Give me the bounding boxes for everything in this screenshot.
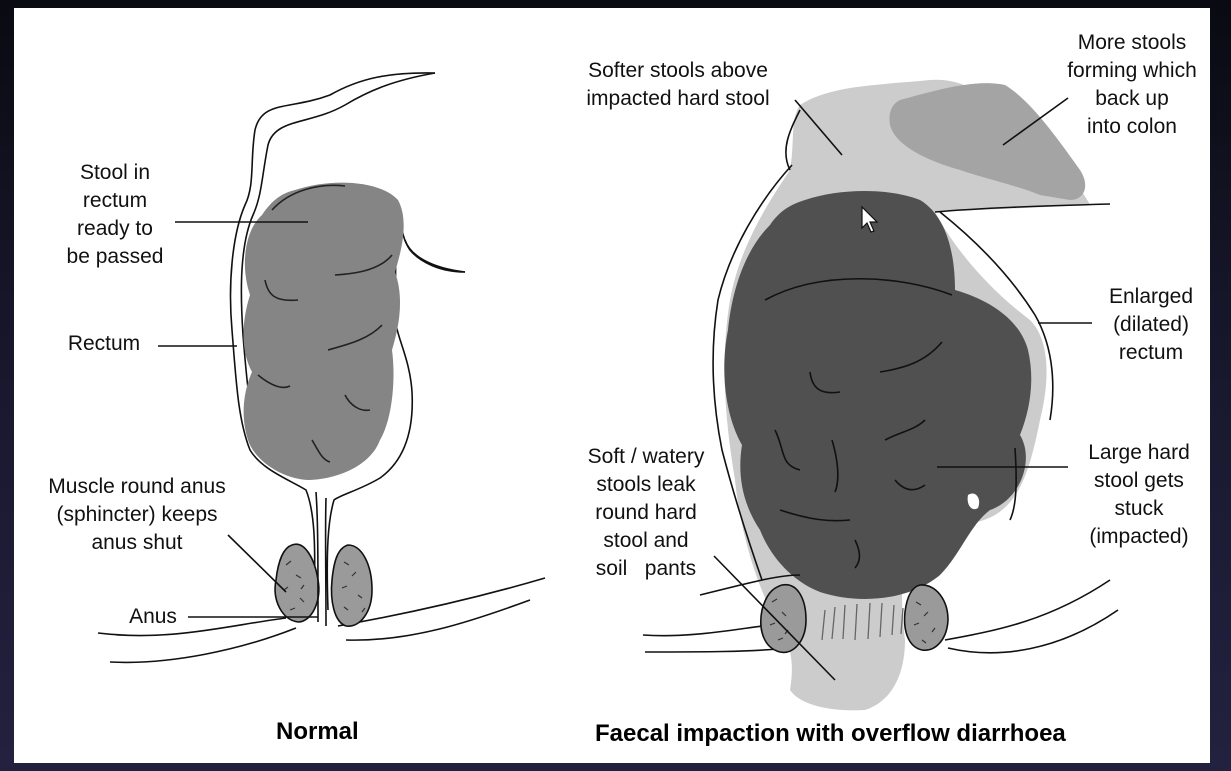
hard-stool-crack-4 [774,429,801,471]
hard-stool-shape [724,191,1032,599]
normal-pelvic-floor-left2 [109,627,297,664]
mouse-cursor-icon [861,205,879,233]
normal-stool-crack-4 [327,324,383,351]
impaction-wall-top [934,203,1111,213]
label-enlarged-rectum: Enlarged (dilated) rectum [1108,285,1194,364]
label-muscle-round-anus: Muscle round anus (sphincter) keeps anus… [48,475,226,554]
normal-anal-canal-left [315,491,319,623]
normal-stool [243,182,404,480]
normal-sphincter-texture-r1 [341,561,366,613]
label-softer-stools: Softer stools above impacted hard stool [586,59,770,110]
normal-rectum-wall-right-outer [404,239,466,273]
impaction-pelvic-floor-right [944,579,1111,641]
hard-stool-crack-7 [894,479,926,491]
leader-muscle [227,534,287,593]
impaction-sphincter-right [903,584,949,651]
stool-notch [967,493,980,510]
normal-rectum-wall-inner [240,72,436,449]
normal-stool-crack-7 [311,439,331,463]
impaction-sphincter-texture-l [769,598,789,641]
label-more-stools: More stools forming which back up into c… [1067,31,1197,138]
normal-sphincter-texture-l1 [283,560,305,611]
caption-normal: Normal [276,718,359,745]
normal-stool-crack-6 [344,394,371,412]
impaction-wall-left [712,164,793,581]
leak-stripes [821,602,904,641]
normal-rectum-wall-right [326,200,466,611]
hard-stool-crack-6 [884,419,926,441]
normal-sphincter-right [330,544,373,627]
normal-pelvic-floor-left [97,617,287,637]
leader-soft-watery [713,555,836,681]
label-large-hard-stool: Large hard stool gets stuck (impacted) [1088,441,1190,548]
impaction-wall-inner-right [1009,447,1017,521]
hard-stool-crack-9 [779,509,851,522]
normal-rectum-wall-outer [229,72,436,601]
normal-stool-crack-3 [334,254,393,276]
hard-stool-crack-5 [831,439,839,493]
normal-sphincter-left [274,543,320,623]
impaction-pelvic-floor-outer [699,574,801,596]
leader-more-stools [1002,97,1069,146]
leader-softer-stools [794,99,843,156]
normal-stool-crack-5 [257,374,291,389]
label-anus: Anus [129,605,177,628]
normal-stool-crack-1 [271,184,346,211]
impaction-sphincter-texture-r [913,601,936,644]
normal-anatomy [97,72,546,664]
impaction-pelvic-floor-right2 [947,609,1119,654]
hard-stool-crack-1 [764,278,953,301]
normal-sphincter [274,491,373,627]
impaction-wall-left2 [785,109,801,171]
impaction-pelvic-floor-left2 [644,647,791,653]
colon-stool-region [889,83,1086,200]
normal-stool-crack-2 [264,279,299,302]
caption-impaction: Faecal impaction with overflow diarrhoea [595,720,1066,747]
leader-lines [158,97,1092,681]
normal-pelvic-floor-right2 [345,599,531,641]
label-soft-watery: Soft / watery stools leak round hard sto… [587,445,705,580]
impaction-pelvic-floor-left [642,624,771,637]
label-stool-in-rectum: Stool in rectum ready to be passed [66,161,164,268]
label-rectum: Rectum [67,332,141,355]
hard-stool-crack-8 [854,539,861,569]
impaction-anatomy [642,79,1119,711]
hard-stool-crack-2 [809,371,841,394]
normal-stool-shape [243,182,404,480]
hard-stool-crack-3 [879,341,943,373]
impaction-wall-right [939,211,1054,421]
